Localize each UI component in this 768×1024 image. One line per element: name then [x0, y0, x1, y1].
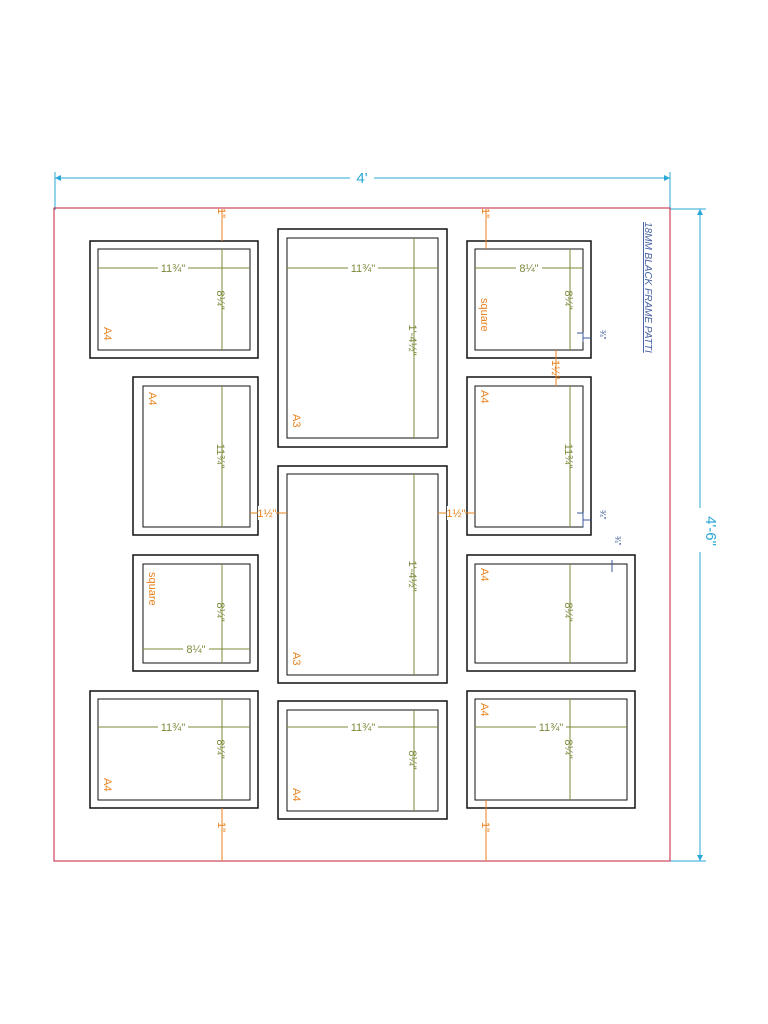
frame-a4-bottom-middle: 11¾" 8¼" A4 — [277, 700, 448, 820]
overall-width-label: 4' — [356, 170, 367, 187]
frame-width-label: 11¾" — [351, 263, 376, 275]
gap-label: 1½" — [446, 508, 465, 520]
gap-label: 1" — [479, 208, 491, 218]
frame-height-label: 8¼" — [406, 750, 418, 769]
frame-height-label: 11¾" — [214, 444, 226, 469]
gap-bottom-left: 1" — [215, 808, 227, 861]
frame-height-label: 8¼" — [562, 739, 574, 758]
gap-center-left: 1½" — [250, 506, 287, 520]
frame-patti-note: 18MM BLACK FRAME PATTI — [642, 222, 653, 353]
frame-width-label: 11¾" — [351, 722, 376, 734]
gap-top-left: 1" — [215, 208, 227, 241]
frame-width-label: 8¼" — [186, 644, 205, 656]
frame-height-label: 8¼" — [562, 290, 574, 309]
frame-size-label: A3 — [290, 652, 302, 665]
frame-square-top-right: 8¼" 8¼" square — [466, 240, 592, 359]
gap-bottom-right: 1" — [479, 800, 491, 861]
frame-a4-left-middle: 11¾" A4 — [132, 376, 259, 536]
frame-width-label: 8¼" — [519, 263, 538, 275]
gap-center-right: 1½" — [438, 506, 475, 520]
gap-label: 1" — [215, 208, 227, 218]
gap-label: 1½" — [549, 360, 561, 379]
overall-height-label: 4'-6" — [702, 516, 719, 546]
frame-a3-center: 1'-4½" A3 — [277, 465, 448, 684]
overall-height-dimension: 4'-6" — [670, 208, 719, 862]
frame-size-label: A3 — [290, 414, 302, 427]
frame-size-label: A4 — [290, 788, 302, 801]
board-outline — [53, 207, 671, 862]
frame-square-left: 8¼" 8¼" square — [132, 554, 259, 672]
overall-width-dimension: 4' — [54, 170, 671, 210]
frame-width-label: 11¾" — [539, 722, 564, 734]
frame-a4-right-lower: 8¼" A4 — [466, 554, 636, 672]
frame-width-label: 11¾" — [161, 722, 186, 734]
frame-size-label: A4 — [101, 778, 113, 791]
gap-label: 1½" — [257, 508, 276, 520]
blue-dim-middle: ¾" — [577, 510, 607, 527]
blue-dim-label: ¾" — [598, 510, 607, 520]
frame-size-label: square — [478, 298, 490, 332]
frame-a3-top-middle: 11¾" 1'-4½" A3 — [277, 228, 448, 448]
frame-height-label: 11¾" — [562, 444, 574, 469]
frame-size-label: A4 — [101, 327, 113, 340]
blue-dim-upper: ¾" — [577, 330, 607, 342]
frame-height-label: 8¼" — [214, 739, 226, 758]
frame-height-label: 8¼" — [214, 602, 226, 621]
frame-width-label: 11¾" — [161, 263, 186, 275]
blue-dim-lower: ¾" — [611, 536, 622, 572]
frame-height-label: 8¼" — [214, 290, 226, 309]
blue-dim-label: ¾" — [613, 536, 622, 546]
frame-height-label: 1'-4½" — [406, 560, 418, 591]
frame-a4-bottom-right: 11¾" 8¼" A4 — [466, 690, 636, 809]
frame-size-label: square — [146, 572, 158, 606]
gap-label: 1" — [479, 822, 491, 832]
frame-size-label: A4 — [478, 703, 490, 716]
gap-top-right: 1" — [479, 208, 491, 249]
blue-dim-label: ¾" — [598, 330, 607, 340]
gap-right-column-vertical: 1½" — [549, 350, 561, 386]
frame-size-label: A4 — [146, 392, 158, 405]
frame-a4-bottom-left: 11¾" 8¼" A4 — [89, 690, 259, 809]
frame-a4-right-middle: 11¾" A4 — [466, 376, 592, 536]
frame-a4-top-left: 11¾" 8¼" A4 — [89, 240, 259, 359]
frame-size-label: A4 — [478, 568, 490, 581]
gap-label: 1" — [215, 822, 227, 832]
frame-height-label: 8¼" — [562, 602, 574, 621]
frame-height-label: 1'-4½" — [406, 324, 418, 355]
frame-size-label: A4 — [478, 390, 490, 403]
